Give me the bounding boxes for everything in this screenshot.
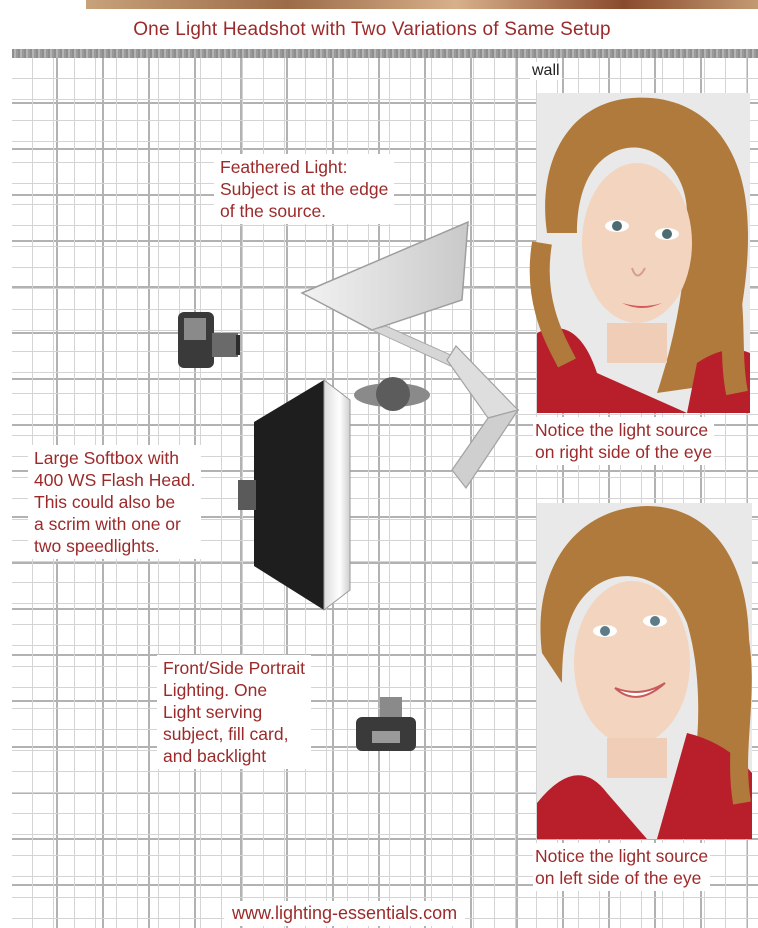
footer-url[interactable]: www.lighting-essentials.com: [224, 901, 465, 926]
top-photo-caption: Notice the light source on right side of…: [533, 417, 714, 465]
front-side-label: Front/Side Portrait Lighting. One Light …: [157, 655, 311, 769]
feathered-light-label: Feathered Light: Subject is at the edge …: [214, 154, 394, 224]
bottom-portrait-photo: [537, 503, 752, 839]
bottom-photo-caption: Notice the light source on left side of …: [533, 843, 710, 891]
top-portrait-photo: [537, 93, 750, 413]
softbox-label: Large Softbox with 400 WS Flash Head. Th…: [28, 445, 201, 559]
